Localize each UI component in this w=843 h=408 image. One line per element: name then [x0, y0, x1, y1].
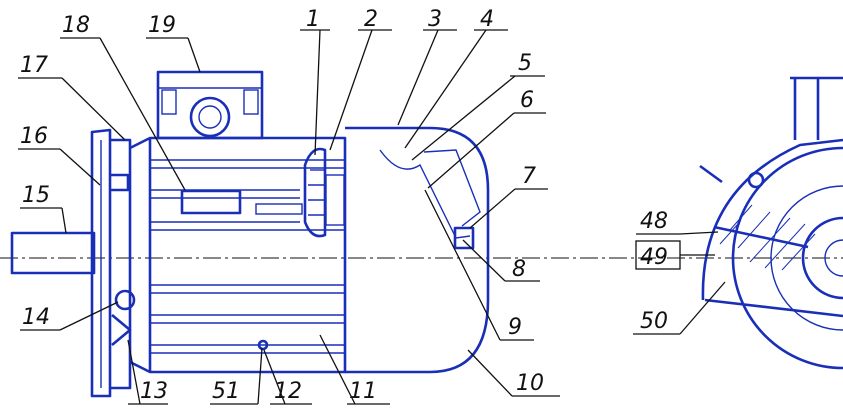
connector-pin: [713, 225, 809, 249]
callout-9: 9: [508, 315, 522, 340]
callout-12: 12: [274, 379, 302, 404]
callout-7: 7: [522, 164, 536, 189]
callout-10: 10: [516, 371, 544, 396]
bolt: [114, 289, 136, 311]
callout-6: 6: [520, 88, 534, 113]
motor-end-view: [699, 76, 843, 370]
callout-2: 2: [364, 7, 378, 32]
cooling-fins: [150, 159, 345, 354]
fan: [303, 147, 345, 238]
stator-housing: [129, 136, 347, 374]
callout-19: 19: [148, 13, 176, 38]
flange: [90, 128, 112, 398]
callout-1: 1: [306, 7, 320, 32]
callout-16: 16: [20, 124, 48, 149]
terminal-box: [156, 70, 264, 140]
callout-18: 18: [62, 13, 90, 38]
callout-48: 48: [640, 209, 668, 234]
cover-clip: [453, 226, 475, 250]
callout-5: 5: [518, 51, 532, 76]
callout-4: 4: [480, 7, 494, 32]
end-shield: [110, 138, 132, 390]
callouts: 1 2 3 4 5 6 7 8 9 10: [18, 7, 726, 405]
callout-49: 49: [640, 245, 668, 270]
callout-50: 50: [640, 309, 668, 334]
callout-13: 13: [140, 379, 168, 404]
callout-17: 17: [20, 53, 48, 78]
callout-3: 3: [428, 7, 442, 32]
shaft: [10, 231, 96, 275]
fan-cover: [345, 126, 490, 374]
callout-51: 51: [212, 379, 240, 404]
nameplate: [180, 189, 242, 215]
motor-side-view: [0, 70, 843, 398]
callout-15: 15: [22, 183, 50, 208]
key-slot: [255, 203, 303, 215]
callout-11: 11: [349, 379, 377, 404]
callout-8: 8: [512, 257, 526, 282]
drain-plug: [257, 339, 269, 351]
callout-14: 14: [22, 305, 50, 330]
